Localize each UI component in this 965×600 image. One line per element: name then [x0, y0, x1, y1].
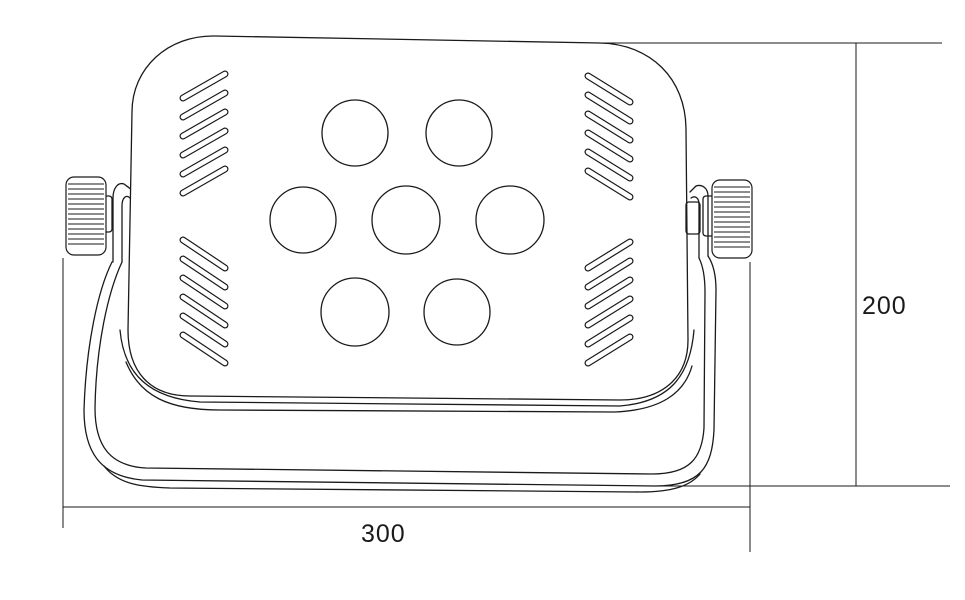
height-dimension-label: 200 [862, 292, 907, 320]
vent-slot-inner [585, 296, 633, 328]
vent-slot-inner [180, 147, 228, 177]
yoke-arm-left [112, 182, 133, 263]
led-lens [320, 277, 390, 347]
vent-slot-inner [585, 334, 633, 366]
led-lens [321, 99, 389, 167]
vent-slot-inner [180, 237, 228, 271]
vent-slot-inner [180, 275, 228, 309]
yoke-arm-right-inner [690, 196, 700, 259]
knob-left-grip [65, 176, 107, 256]
vent-slot-inner [180, 166, 228, 196]
vent-slot-inner [585, 315, 633, 347]
vent-slot-inner [585, 277, 633, 309]
vent-slot-inner [585, 258, 633, 290]
housing-front-face [127, 35, 689, 401]
led-lens [423, 278, 491, 346]
yoke-outer [83, 255, 717, 487]
knob-right [685, 179, 753, 259]
vent-slot-inner [585, 168, 633, 200]
led-lens [269, 186, 337, 254]
led-lens [475, 185, 545, 255]
vent-slot-inner [180, 332, 228, 366]
vent-slot-inner [180, 256, 228, 290]
led-lenses [269, 99, 545, 347]
led-lens [425, 99, 493, 167]
vent-slot-inner [585, 73, 633, 105]
vent-slot-inner [585, 92, 633, 124]
vent-slot-inner [180, 109, 228, 139]
vent-slot-inner [180, 313, 228, 347]
vent-slot-inner [585, 130, 633, 162]
led-lens [371, 185, 441, 255]
yoke-bottom-flange [103, 465, 701, 493]
dimension-lines [62, 42, 950, 552]
vent-slot-inner [180, 71, 228, 101]
width-dimension-label: 300 [361, 520, 406, 548]
yoke-arm-left-inner [121, 195, 131, 263]
housing-bottom-edge-2 [125, 361, 693, 413]
vent-slot-inner [585, 239, 633, 271]
knob-left [65, 176, 113, 256]
knob-right-grip [711, 179, 753, 259]
vent-slot-inner [180, 90, 228, 120]
yoke-bracket [83, 182, 717, 493]
vent-slot-inner [585, 111, 633, 143]
vent-slot-inner [585, 149, 633, 181]
knob-right-bolt [685, 201, 701, 235]
housing-rear [119, 329, 695, 413]
vent-slot-inner [180, 294, 228, 328]
housing-bottom-edge-1 [119, 329, 695, 407]
vent-slots [179, 70, 634, 367]
vent-slot-inner [180, 128, 228, 158]
yoke-inner [94, 257, 706, 475]
